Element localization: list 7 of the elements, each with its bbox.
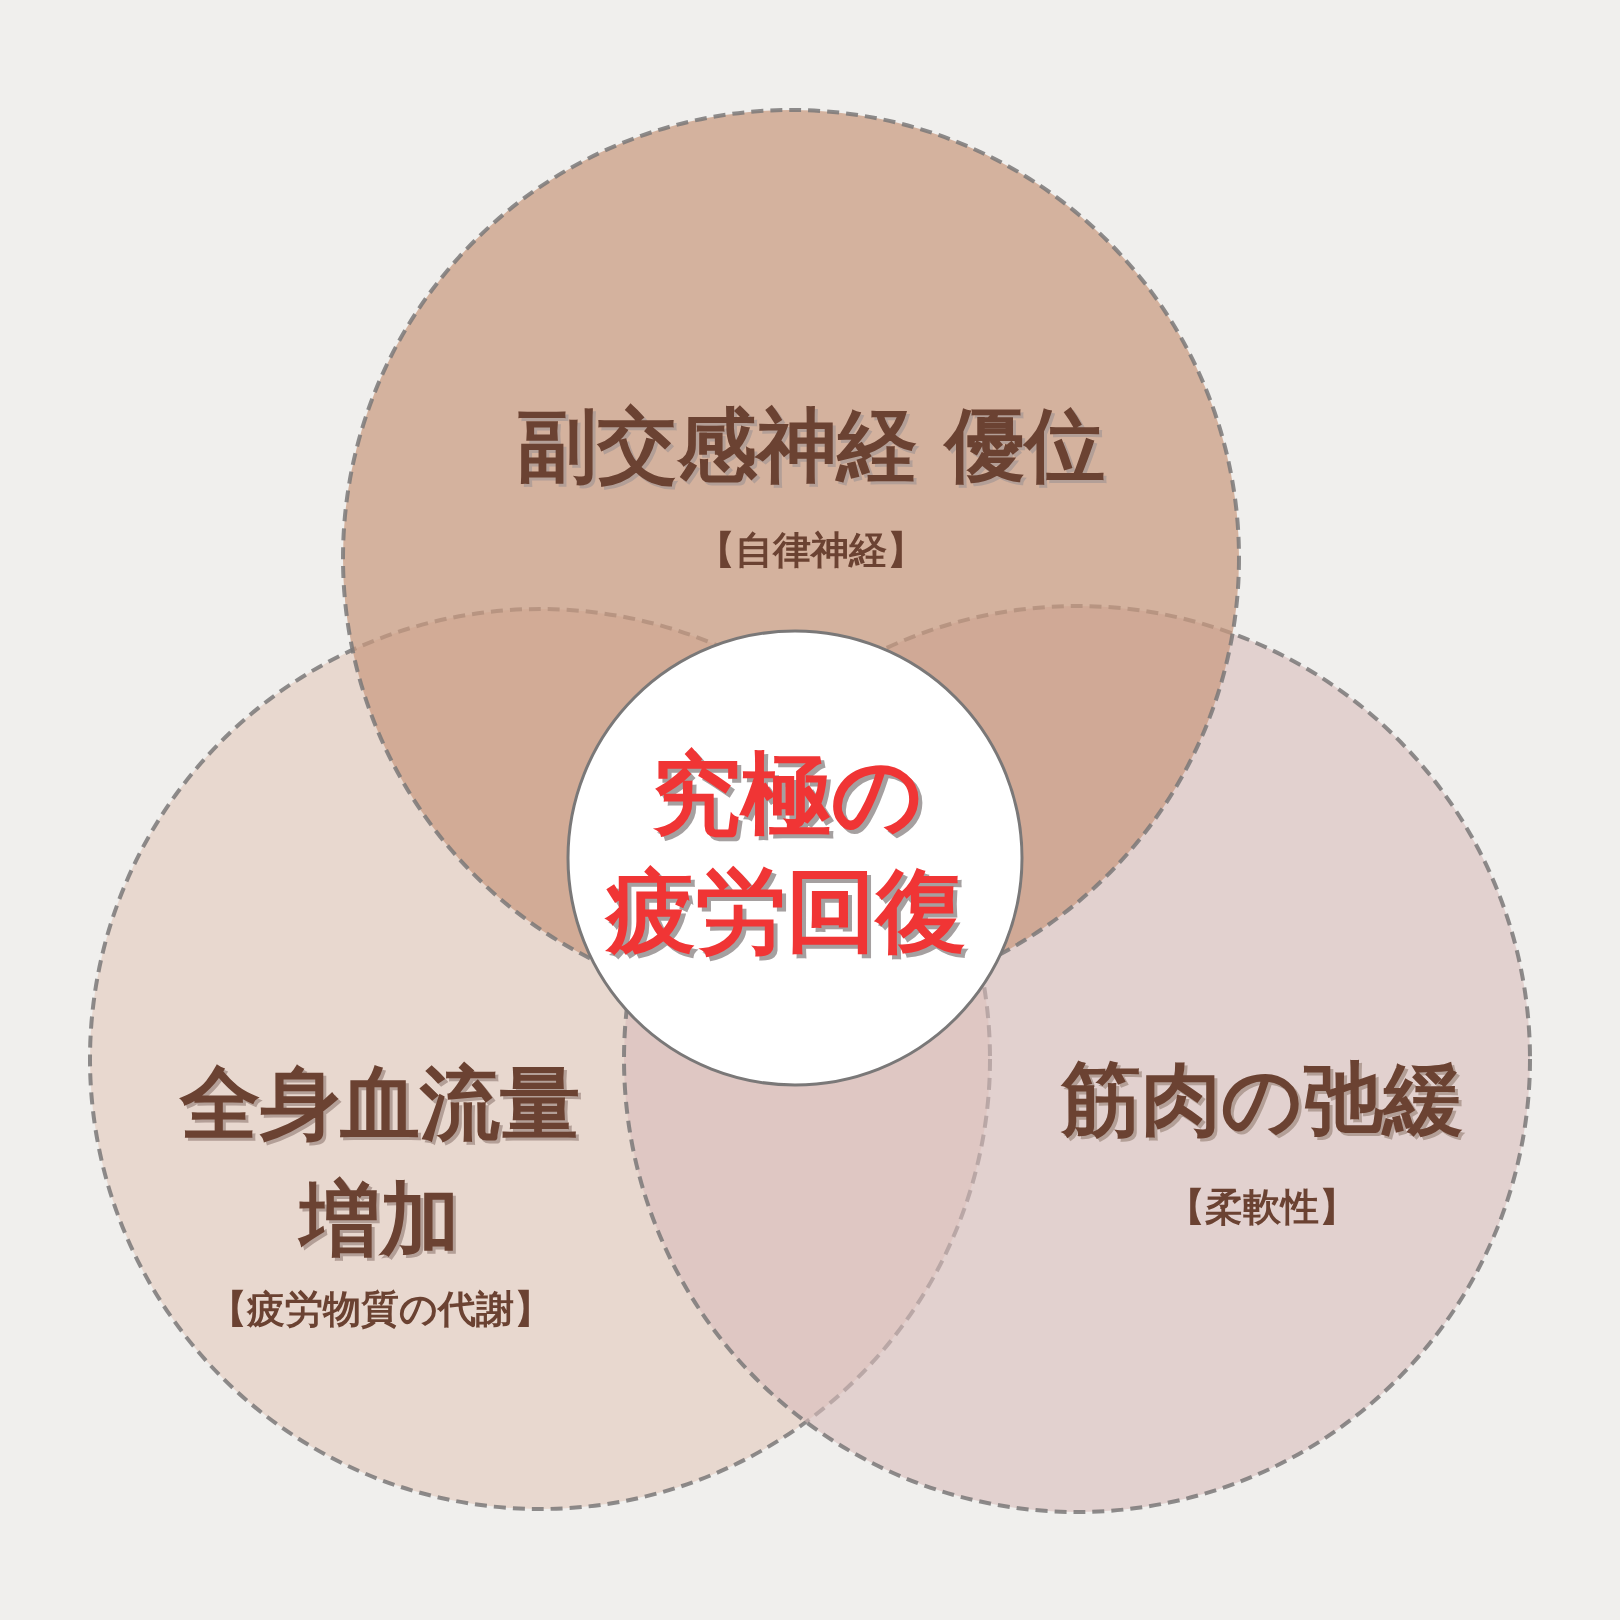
circle-subtitle: 【疲労物質の代謝】 (208, 1285, 552, 1333)
circle-subtitle: 【柔軟性】 (1167, 1183, 1357, 1231)
circle-subtitle: 【自律神経】 (697, 526, 925, 574)
circle-heading: 全身血流量増加 (178, 1056, 581, 1268)
center-title: 究極の疲労回復 (606, 740, 967, 965)
circle-heading: 筋肉の弛緩 (1061, 1052, 1463, 1148)
circle-heading: 副交感神経 優位 (517, 398, 1105, 494)
